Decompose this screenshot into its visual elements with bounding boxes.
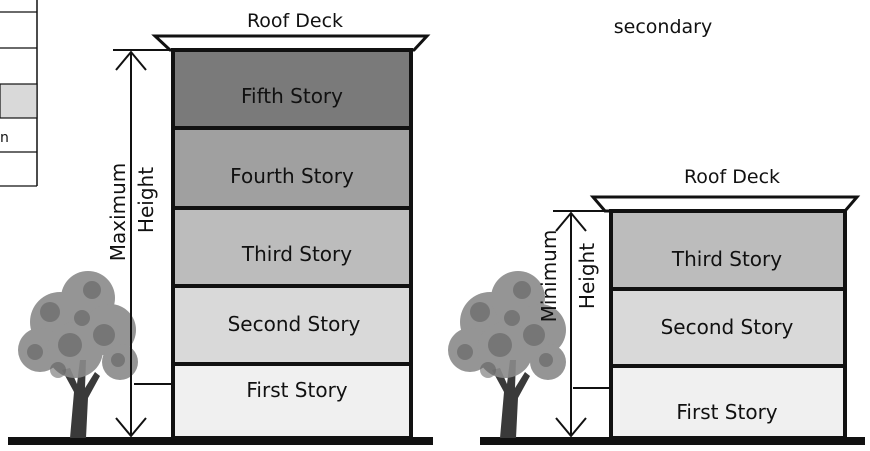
left-fourth-story-label: Fourth Story	[230, 164, 354, 188]
left-first-story	[171, 362, 413, 440]
right-third-story	[609, 209, 847, 291]
partial-table-fragment: n	[0, 0, 38, 187]
left-ground-line	[8, 437, 433, 445]
left-third-story	[171, 206, 413, 288]
left-building: Roof Deck Fifth Story Fourth Story Third…	[106, 10, 431, 440]
right-second-story-label: Second Story	[661, 315, 794, 339]
table-fragment-text: n	[0, 130, 9, 146]
left-fifth-story	[171, 48, 413, 130]
right-height-label: Height	[575, 243, 599, 309]
right-first-story	[609, 364, 847, 440]
right-second-story	[609, 287, 847, 368]
right-roof-deck-shape	[589, 195, 861, 213]
right-building: Roof Deck Third Story Second Story First…	[537, 166, 861, 440]
right-roof-deck-label: Roof Deck	[684, 166, 780, 188]
secondary-label: secondary	[614, 16, 712, 38]
left-second-story-label: Second Story	[228, 312, 361, 336]
right-tree-image	[448, 271, 566, 438]
right-height-arrow	[553, 210, 612, 438]
left-roof-deck-label: Roof Deck	[247, 10, 343, 32]
left-roof-deck-shape	[151, 34, 431, 52]
left-fourth-story	[171, 126, 413, 210]
left-height-label: Height	[134, 167, 158, 233]
right-third-story-label: Third Story	[671, 247, 782, 271]
left-second-story	[171, 284, 413, 366]
left-third-story-label: Third Story	[241, 242, 352, 266]
left-tree-image	[18, 271, 138, 438]
left-height-arrow	[113, 49, 174, 438]
right-ground-line	[480, 437, 865, 445]
left-fifth-story-label: Fifth Story	[241, 84, 343, 108]
minimum-label: Minimum	[537, 230, 561, 323]
maximum-label: Maximum	[106, 163, 130, 262]
right-first-story-label: First Story	[676, 400, 777, 424]
left-first-story-label: First Story	[246, 378, 347, 402]
